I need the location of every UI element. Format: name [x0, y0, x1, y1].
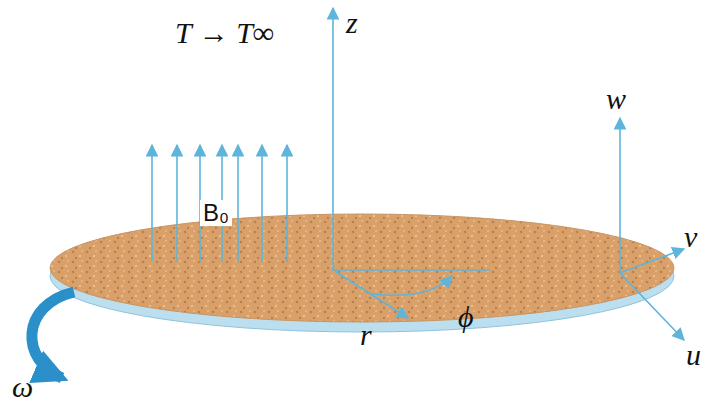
axis-label: v	[684, 222, 697, 252]
axis-label: z	[346, 8, 358, 38]
angular-velocity-label: ω	[12, 372, 33, 402]
field-label: B₀	[200, 200, 232, 226]
temperature-condition: T → T∞	[175, 18, 274, 48]
axis-label: w	[606, 84, 626, 114]
axis-label: r	[360, 320, 372, 350]
axis-label: u	[686, 340, 701, 370]
angle-label: ϕ	[458, 302, 474, 332]
